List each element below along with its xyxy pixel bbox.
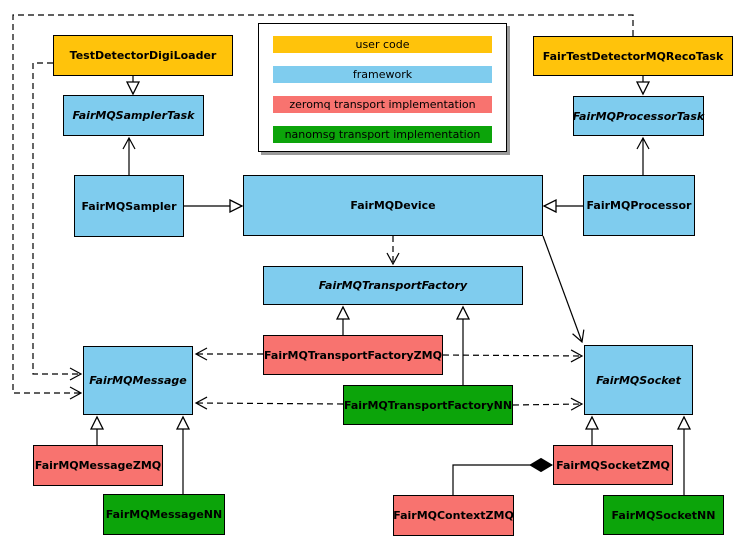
node-fairmq-socket-zmq: FairMQSocketZMQ: [553, 445, 673, 485]
node-fairmq-processor-task: FairMQProcessorTask: [573, 96, 704, 136]
edge-digiloader-message-dependency: [32, 62, 83, 381]
node-label: FairMQDevice: [350, 199, 436, 212]
edge-contextzmq-socketzmq-composition: [452, 457, 553, 495]
node-label: FairMQMessageNN: [105, 508, 223, 521]
node-fairmq-socket-nn: FairMQSocketNN: [603, 495, 724, 535]
node-label: TestDetectorDigiLoader: [69, 49, 217, 62]
node-label: FairMQSampler: [81, 199, 177, 213]
legend-item-user-code: user code: [273, 36, 492, 53]
legend-label: user code: [355, 38, 410, 51]
node-fairmq-transport-factory-zmq: FairMQTransportFactoryZMQ: [263, 335, 443, 375]
node-label: FairMQMessageZMQ: [34, 459, 162, 472]
node-fairmq-transport-factory: FairMQTransportFactory: [263, 266, 523, 305]
legend-label: nanomsg transport implementation: [284, 128, 481, 141]
legend-item-nanomsg: nanomsg transport implementation: [273, 126, 492, 143]
node-fairmq-message: FairMQMessage: [83, 346, 193, 415]
node-label: FairMQTransportFactoryZMQ: [264, 348, 442, 362]
legend-label: zeromq transport implementation: [289, 98, 476, 111]
node-label: FairMQSocketNN: [611, 508, 716, 522]
node-fairmq-message-zmq: FairMQMessageZMQ: [33, 445, 163, 486]
edge-factorynn-message-dependency: [194, 396, 344, 410]
node-fairmq-sampler: FairMQSampler: [74, 175, 184, 237]
node-fair-test-detector-mq-reco-task: FairTestDetectorMQRecoTask: [533, 36, 733, 76]
node-fairmq-processor: FairMQProcessor: [583, 175, 695, 236]
legend-label: framework: [352, 68, 413, 81]
node-label: FairMQSocket: [596, 373, 681, 387]
node-label: FairTestDetectorMQRecoTask: [542, 49, 724, 63]
node-label: FairMQTransportFactory: [318, 279, 468, 292]
node-label: FairMQTransportFactoryNN: [343, 398, 513, 412]
edge-device-socket-association: [542, 235, 585, 344]
edge-factorynn-socket-dependency: [512, 397, 584, 411]
legend-item-zeromq: zeromq transport implementation: [273, 96, 492, 113]
node-label: FairMQContextZMQ: [393, 509, 514, 522]
legend: user code framework zeromq transport imp…: [258, 23, 507, 152]
node-fairmq-message-nn: FairMQMessageNN: [103, 494, 225, 535]
node-fairmq-transport-factory-nn: FairMQTransportFactoryNN: [343, 385, 513, 425]
edge-factoryzmq-socket-dependency: [442, 349, 584, 363]
node-label: FairMQProcessor: [586, 199, 692, 212]
legend-item-framework: framework: [273, 66, 492, 83]
node-fairmq-device: FairMQDevice: [243, 175, 543, 236]
node-fairmq-socket: FairMQSocket: [584, 345, 693, 415]
node-fairmq-context-zmq: FairMQContextZMQ: [393, 495, 514, 536]
node-label: FairMQSocketZMQ: [556, 458, 670, 472]
node-label: FairMQMessage: [89, 374, 187, 387]
edge-recotask-message-dependency: [12, 14, 634, 400]
node-label: FairMQSamplerTask: [72, 109, 195, 122]
node-label: FairMQProcessorTask: [572, 109, 705, 123]
node-test-detector-digi-loader: TestDetectorDigiLoader: [53, 35, 233, 76]
node-fairmq-sampler-task: FairMQSamplerTask: [63, 95, 204, 136]
